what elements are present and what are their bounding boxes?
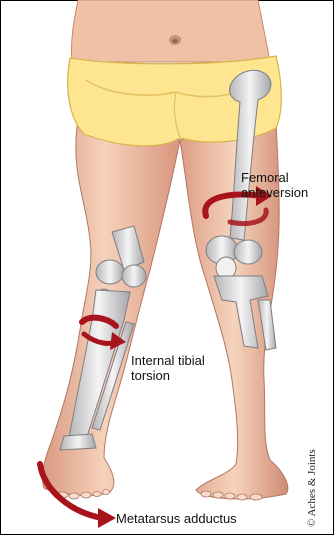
metatarsus-adductus-label: Metatarsus adductus (116, 511, 237, 526)
femoral-label-line2: anteversion (241, 185, 308, 200)
tibial-label-line1: Internal tibial (131, 353, 205, 368)
tibial-label-line2: torsion (131, 368, 205, 383)
torso (71, 0, 270, 62)
navel-icon (169, 35, 181, 45)
copyright-credit: © Aches & Joints (306, 449, 318, 527)
internal-tibial-torsion-label: Internal tibial torsion (131, 353, 205, 383)
femoral-label-line1: Femoral (241, 170, 308, 185)
femoral-anteversion-label: Femoral anteversion (241, 170, 308, 200)
